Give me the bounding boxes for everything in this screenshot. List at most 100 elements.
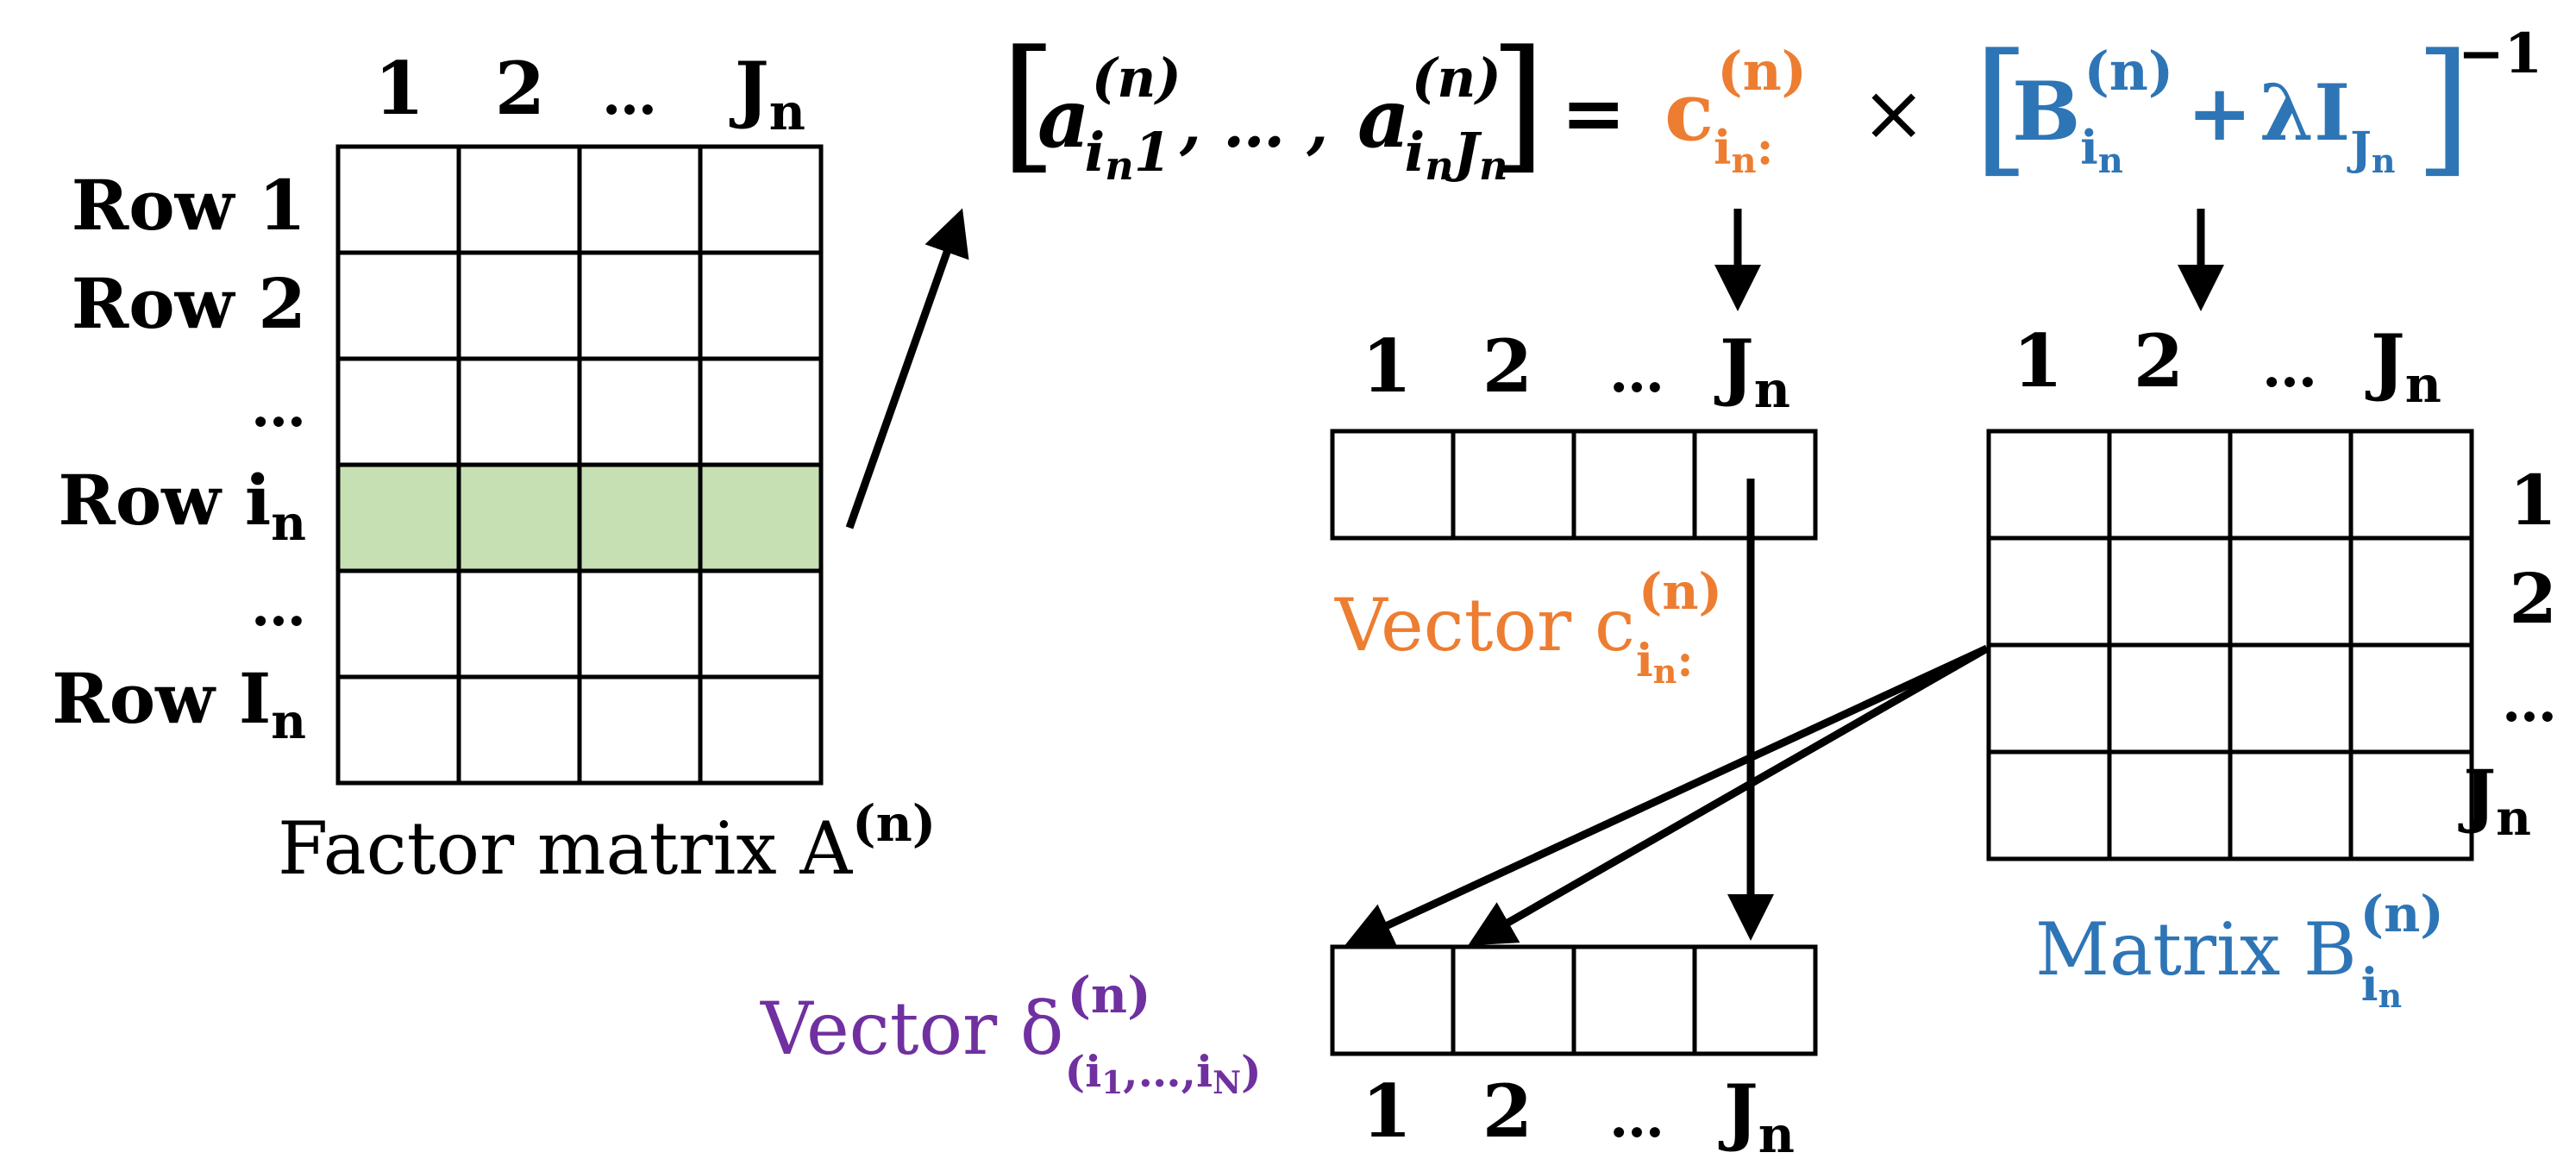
factor-col-label-ellipsis: … [602,63,657,128]
vector-delta-grid [1330,944,1818,1056]
vector-c-caption: Vector c(n)in: [1334,562,1722,691]
matrix-b-col-label-ellipsis: … [2262,335,2317,400]
factor-col-label-2: 2 [495,46,545,131]
factor-matrix-cell-r6-c4 [698,674,824,786]
factor-row-label-2: Row 2 [72,263,306,344]
factor-matrix-cell-r4-c2 [456,462,582,573]
matrix-b-cell-r1-c3 [2228,429,2353,541]
matrix-b-cell-r4-c2 [2107,749,2233,861]
vector-c-cell-r1-c3 [1571,429,1697,541]
vector-c-cell-r1-c4 [1692,429,1818,541]
matrix-b-cell-r1-c4 [2348,429,2474,541]
matrix-b-cell-r4-c4 [2348,749,2474,861]
factor-matrix-cell-r1-c3 [577,144,703,255]
factor-matrix-cell-r5-c3 [577,568,703,680]
vector-c-grid [1330,429,1818,541]
matrix-b-row-label-jn: Jn [2458,755,2531,847]
matrix-b-col-label-1: 1 [2013,318,2063,404]
matrix-b-cell-r2-c2 [2107,536,2233,648]
arrow-row-to-equation [845,208,969,529]
matrix-b-cell-r3-c3 [2228,642,2353,755]
equation-b-bracket-close: ] [2415,22,2472,191]
equation-equals: = [1561,67,1626,159]
factor-row-label-in: Row in [58,460,306,552]
vector-delta-col-label-ellipsis: … [1609,1086,1664,1150]
vector-delta-col-label-2: 2 [1482,1068,1532,1154]
factor-matrix-cell-r2-c2 [456,250,582,361]
factor-matrix-grid [335,144,824,786]
vector-c: 1 2 … Jn Vector c(n)in: [1330,323,1818,691]
equation-term-c: c(n)in: [1664,40,1807,181]
arrow-b-to-delta-second [1468,645,1990,946]
factor-matrix: 1 2 … Jn Row 1 Row 2 … Row in … Row In F… [52,46,936,891]
equation-inverse-exponent: −1 [2458,22,2542,86]
vector-c-col-label-2: 2 [1482,323,1532,409]
vector-c-col-label-ellipsis: … [1609,341,1664,405]
matrix-b-cell-r2-c3 [2228,536,2353,648]
factor-matrix-cell-r6-c2 [456,674,582,786]
factor-row-label-ellipsis-2: … [251,574,306,639]
equation-plus: + [2187,67,2252,159]
factor-matrix-cell-r5-c4 [698,568,824,680]
factor-matrix-cell-r2-c3 [577,250,703,361]
vector-delta-col-label-1: 1 [1362,1068,1412,1154]
factor-matrix-cell-r1-c4 [698,144,824,255]
vector-delta-caption: Vector δ(n)(i1,…,iN) [760,966,1262,1101]
matrix-b-cell-r4-c1 [1986,749,2112,861]
factor-matrix-cell-r3-c4 [698,356,824,467]
matrix-b-col-label-jn: Jn [2365,318,2441,414]
factor-matrix-cell-r3-c3 [577,356,703,467]
factor-matrix-cell-r3-c2 [456,356,582,467]
factor-matrix-cell-r1-c1 [335,144,461,255]
equation-bracket-open: [ [1000,19,1057,188]
factor-row-label-In: Row In [52,658,306,750]
matrix-b-cell-r2-c4 [2348,536,2474,648]
matrix-b-row-label-ellipsis: … [2502,670,2557,735]
equation-lambda-identity: λIJn [2259,67,2395,180]
vector-delta-col-label-jn: Jn [1718,1068,1795,1164]
factor-col-label-jn: Jn [729,46,805,141]
vector-delta-cell-r1-c2 [1451,944,1576,1056]
matrix-b-row-label-2: 2 [2509,558,2557,639]
matrix-b-cell-r3-c4 [2348,642,2474,755]
matrix-b-col-label-2: 2 [2134,318,2184,404]
matrix-b-cell-r1-c2 [2107,429,2233,541]
factor-matrix-cell-r4-c4 [698,462,824,573]
factor-row-label-ellipsis-1: … [251,375,306,440]
update-equation: [ a(n)in1 , … , a(n)inJn ] = c(n)in: × [… [1000,19,2542,191]
vector-c-cell-r1-c1 [1330,429,1456,541]
matrix-b: 1 2 … Jn 1 2 … Jn Matrix B(n)in [1986,318,2557,1015]
factor-matrix-cell-r6-c1 [335,674,461,786]
vector-c-col-label-1: 1 [1362,323,1412,409]
factor-matrix-cell-r4-c1 [335,462,461,573]
vector-delta-cell-r1-c4 [1692,944,1818,1056]
matrix-b-cell-r4-c3 [2228,749,2353,861]
vector-delta-cell-r1-c3 [1571,944,1697,1056]
factor-matrix-cell-r2-c4 [698,250,824,361]
vector-c-cell-r1-c2 [1451,429,1576,541]
factor-matrix-cell-r3-c1 [335,356,461,467]
matrix-b-row-label-1: 1 [2509,460,2557,541]
factor-row-label-1: Row 1 [72,165,306,246]
matrix-b-cell-r1-c1 [1986,429,2112,541]
factor-matrix-cell-r6-c3 [577,674,703,786]
factor-matrix-cell-r5-c2 [456,568,582,680]
equation-ellipsis: , … , [1179,88,1328,161]
matrix-b-cell-r3-c1 [1986,642,2112,755]
factor-matrix-cell-r1-c2 [456,144,582,255]
equation-term-b: B(n)in [2012,40,2173,181]
matrix-b-cell-r3-c2 [2107,642,2233,755]
equation-term-a-last: a(n)inJn [1357,47,1507,189]
arrow-b-to-delta-first [1344,644,1989,947]
vector-c-col-label-jn: Jn [1714,323,1790,419]
factor-matrix-cell-r2-c1 [335,250,461,361]
factor-col-label-1: 1 [374,46,424,131]
matrix-b-caption: Matrix B(n)in [2035,885,2444,1015]
vector-delta: 1 2 … Jn Vector δ(n)(i1,…,iN) [760,944,1818,1164]
equation-times: × [1861,68,1926,159]
equation-bracket-close: ] [1489,19,1546,188]
matrix-b-grid [1986,429,2474,861]
equation-term-a-first: a(n)in1 [1037,47,1181,189]
matrix-b-cell-r2-c1 [1986,536,2112,648]
